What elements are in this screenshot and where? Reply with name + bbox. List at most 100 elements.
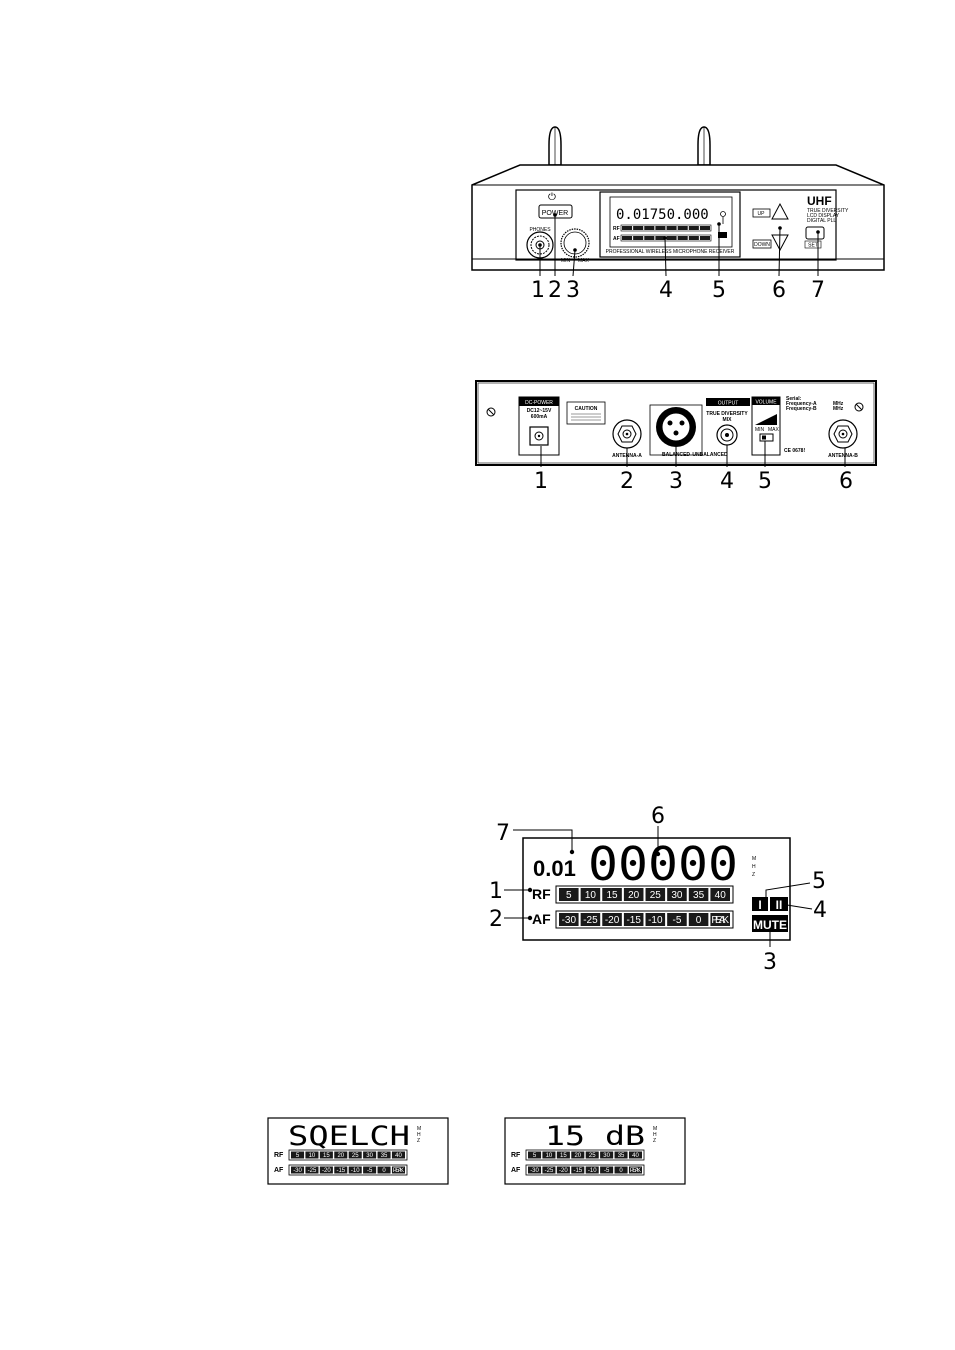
lcd-af-scale-cell bbox=[688, 913, 709, 926]
squelch-2-af-scale-cell-label: -25 bbox=[545, 1168, 554, 1174]
down-button-label-box bbox=[752, 239, 772, 249]
lcd-antenna-a-text: I bbox=[758, 898, 761, 912]
lcd-frequency-digits: 00000 bbox=[588, 837, 738, 891]
squelch-2-rf-scale-cell bbox=[542, 1151, 556, 1159]
up-button[interactable] bbox=[771, 202, 789, 220]
front-rf-scale-cell bbox=[677, 226, 688, 230]
lcd-rf-scale-cell bbox=[688, 888, 709, 901]
power-icon: ⏻ bbox=[548, 192, 556, 203]
squelch-2-af-scale-cell-label: PEAK bbox=[630, 1168, 641, 1174]
unbalanced-jack[interactable] bbox=[716, 424, 738, 446]
lcd-antenna-b-text: II bbox=[776, 898, 783, 912]
squelch-2-rf-scale-cell bbox=[528, 1151, 542, 1159]
rear-volume-slider[interactable] bbox=[759, 433, 774, 442]
squelch-2-af-scale-cell-label: -30 bbox=[530, 1168, 539, 1174]
lcd-callout-4: 4 bbox=[813, 898, 827, 923]
lcd-rf-scale-cell-label: 40 bbox=[715, 890, 727, 901]
lcd-af-scale-cell-label: 0 bbox=[696, 915, 702, 926]
squelch-1-rf-scale-cell-label: 20 bbox=[337, 1153, 344, 1159]
dc-power-jack[interactable] bbox=[529, 426, 549, 446]
squelch-1-af-scale-cell bbox=[334, 1166, 348, 1174]
front-antenna-right bbox=[697, 126, 711, 166]
lcd-af-scale-cell-label: -25 bbox=[583, 915, 598, 926]
squelch-1-af-scale-cell bbox=[377, 1166, 391, 1174]
squelch-1-af-scale-cell bbox=[391, 1166, 405, 1174]
front-af-scale-cell bbox=[677, 236, 688, 240]
lcd-antenna-b-indicator bbox=[770, 897, 788, 911]
squelch-1-rf-scale-cell bbox=[305, 1151, 319, 1159]
squelch-2-af-scale-cell bbox=[628, 1166, 642, 1174]
set-button[interactable] bbox=[805, 226, 825, 240]
brand-sub-1: TRUE DIVERSITY bbox=[807, 208, 849, 214]
front-rf-scale-cell bbox=[622, 226, 633, 230]
front-bezel bbox=[515, 189, 837, 261]
squelch-1-rf-scale-cell bbox=[348, 1151, 362, 1159]
rear-volume-max: MAX bbox=[768, 427, 780, 433]
lcd-mute-indicator bbox=[752, 915, 788, 932]
lcd-af-scale-cell-label: PEAK bbox=[711, 915, 729, 926]
squelch-2-rf-scale-cell-label: 5 bbox=[533, 1153, 537, 1159]
lcd-callout-1: 1 bbox=[489, 879, 503, 904]
lcd-af-label: AF bbox=[532, 911, 551, 927]
antenna-a-connector[interactable] bbox=[612, 419, 642, 449]
front-lcd-rf-bar bbox=[620, 224, 712, 232]
squelch-1-af-scale-cell bbox=[291, 1166, 305, 1174]
squelch-1-rf-scale-cell bbox=[363, 1151, 377, 1159]
xlr-balanced-output[interactable] bbox=[656, 407, 696, 447]
squelch-2-rf-label: RF bbox=[511, 1152, 521, 1159]
volume-min-label: MIN bbox=[561, 258, 571, 264]
lcd-af-scale-cell-label: -15 bbox=[626, 915, 641, 926]
lcd-rf-scale-cell bbox=[580, 888, 601, 901]
unbalanced-label: UNBALANCED bbox=[692, 452, 728, 458]
lcd-rf-scale-cell bbox=[710, 888, 730, 901]
volume-knob[interactable] bbox=[560, 228, 590, 258]
squelch-2-af-scale-cell bbox=[585, 1166, 599, 1174]
antenna-b-connector[interactable] bbox=[828, 419, 858, 449]
squelch-2-af-scale-cell-label: 0 bbox=[619, 1168, 623, 1174]
front-lcd-af-label: AF bbox=[613, 236, 620, 242]
squelch-2-text: 15 dB bbox=[545, 1121, 645, 1152]
lcd-rf-scale-cell-label: 35 bbox=[693, 890, 705, 901]
squelch-1-unit-z: Z bbox=[417, 1138, 420, 1144]
squelch-1-rf-scale-cell-label: 25 bbox=[352, 1153, 359, 1159]
lcd-step-value: 0.01 bbox=[533, 856, 576, 881]
set-label: SET bbox=[808, 243, 818, 249]
squelch-1-af-scale-cell bbox=[348, 1166, 362, 1174]
front-callout-2: 2 bbox=[548, 278, 562, 303]
lcd-rf-scale-cell-label: 20 bbox=[628, 890, 640, 901]
squelch-1-rf-scale-cell-label: 10 bbox=[309, 1153, 316, 1159]
mhz-1-label: MHz bbox=[833, 401, 844, 407]
lcd-callout-7: 7 bbox=[496, 821, 510, 846]
front-rf-scale-cell bbox=[633, 226, 644, 230]
rear-callout-1: 1 bbox=[534, 469, 548, 494]
rear-callout-2: 2 bbox=[620, 469, 634, 494]
lcd-af-scale-cell bbox=[645, 913, 666, 926]
squelch-1-af-scale-cell-label: -5 bbox=[367, 1168, 373, 1174]
squelch-1-rf-scale-cell-label: 5 bbox=[296, 1153, 300, 1159]
front-callout-5: 5 bbox=[712, 278, 726, 303]
squelch-1-af-scale-cell-label: -15 bbox=[336, 1168, 345, 1174]
squelch-1-rf-scale-cell bbox=[391, 1151, 405, 1159]
rear-panel-diagram: DC-POWER DC12~15V 600mA CAUTION ANTENNA-… bbox=[475, 380, 877, 494]
lcd-rf-label: RF bbox=[532, 886, 551, 902]
front-af-scale-cell bbox=[622, 236, 633, 240]
front-rf-scale-cell bbox=[666, 226, 677, 230]
lcd-mute-text: MUTE bbox=[753, 918, 787, 932]
dc-spec-1: DC12~15V bbox=[527, 408, 552, 414]
lcd-callout-5: 5 bbox=[812, 869, 826, 894]
volume-ramp-icon bbox=[755, 414, 777, 425]
rear-callout-3: 3 bbox=[669, 469, 683, 494]
caution-label-box bbox=[566, 401, 606, 425]
squelch-2-rf-scale-cell-label: 10 bbox=[546, 1153, 553, 1159]
front-af-scale-cell bbox=[688, 236, 699, 240]
antenna-b-label: ANTENNA-B bbox=[828, 453, 858, 459]
squelch-2-rf-scale-cell-label: 20 bbox=[574, 1153, 581, 1159]
front-af-scale-cell bbox=[655, 236, 666, 240]
lcd-unit-h: H bbox=[752, 864, 756, 870]
squelch-1-rf-scale-cell-label: 15 bbox=[323, 1153, 330, 1159]
squelch-1-unit-h: H bbox=[417, 1132, 421, 1138]
